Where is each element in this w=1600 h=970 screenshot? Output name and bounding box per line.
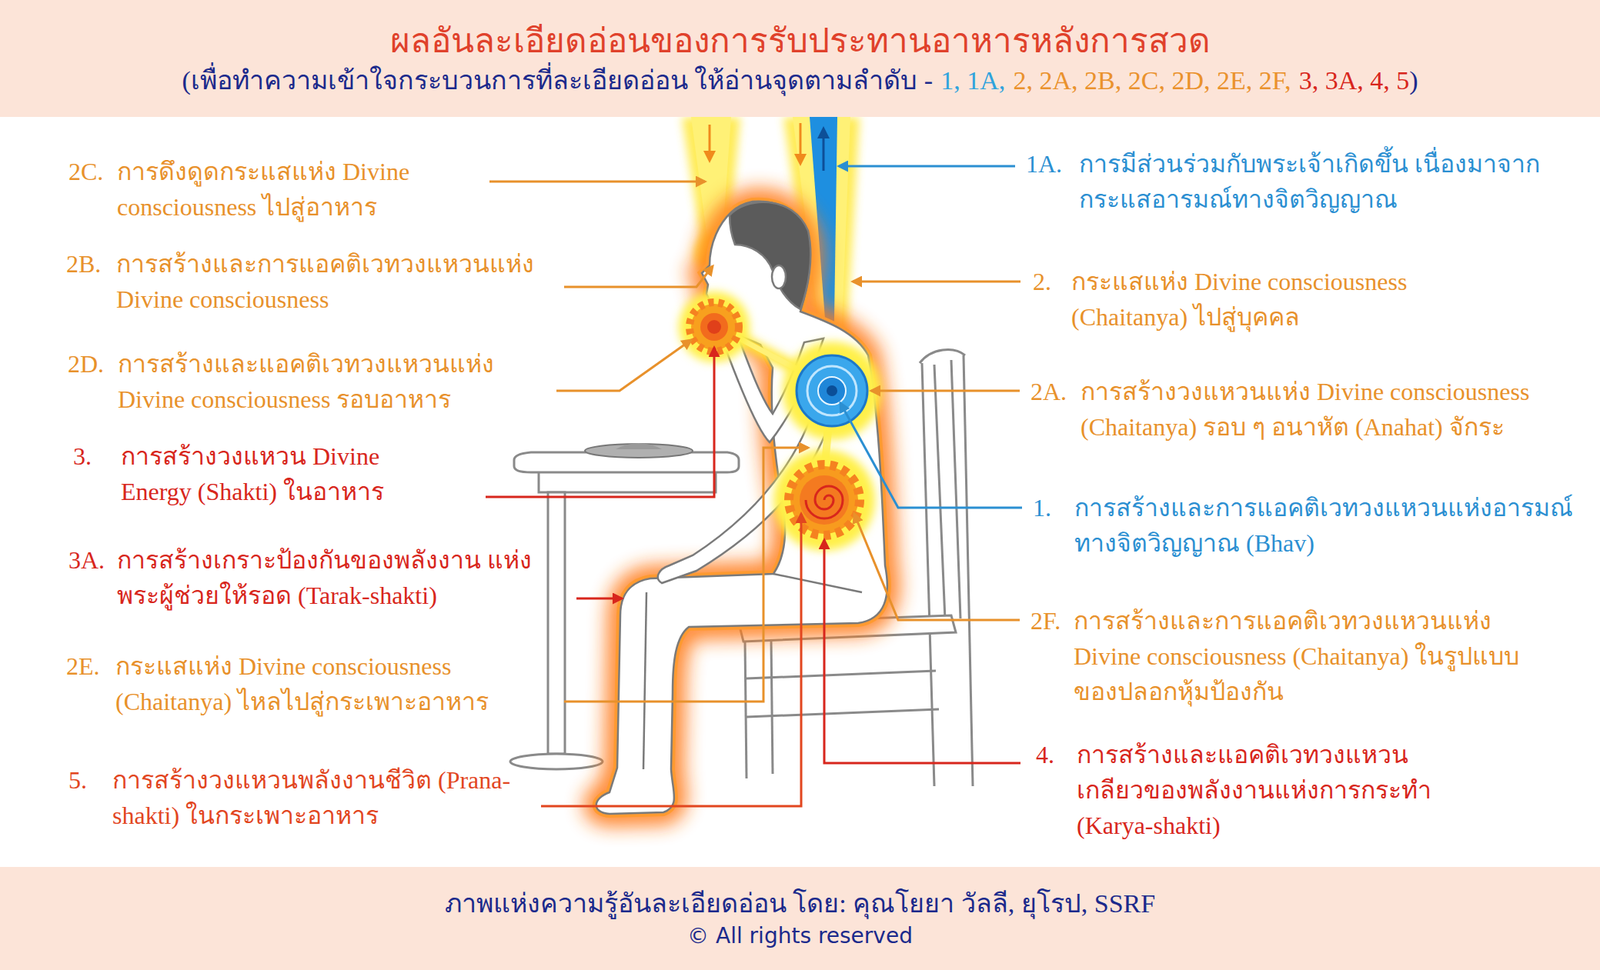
callout-number: 3. bbox=[73, 438, 92, 475]
header-band: ผลอันละเอียดอ่อนของการรับประทานอาหารหลัง… bbox=[0, 0, 1600, 117]
anahat-chakra bbox=[818, 377, 846, 405]
chair bbox=[951, 360, 961, 619]
callout-number: 2D. bbox=[67, 346, 104, 382]
footer-band: ภาพแห่งความรู้อันละเอียดอ่อน โดย: คุณโยย… bbox=[0, 867, 1600, 970]
person bbox=[773, 574, 862, 593]
leader-line bbox=[852, 280, 1021, 284]
page-title: ผลอันละเอียดอ่อนของการรับประทานอาหารหลัง… bbox=[390, 19, 1211, 64]
plate bbox=[584, 444, 693, 458]
callout-number: 4. bbox=[1035, 737, 1055, 773]
callout-number: 3A. bbox=[68, 542, 105, 578]
leader-line bbox=[824, 540, 1021, 764]
stomach-ring bbox=[773, 449, 876, 552]
person bbox=[643, 592, 647, 770]
leader-line bbox=[871, 390, 1020, 393]
table bbox=[547, 492, 565, 755]
stomach-ring bbox=[773, 449, 876, 552]
chair bbox=[963, 355, 973, 787]
callout-number: 2A. bbox=[1030, 374, 1067, 410]
chair bbox=[746, 709, 939, 718]
copyright-note: © All rights reserved bbox=[687, 921, 913, 952]
light-beam bbox=[817, 126, 830, 139]
person bbox=[729, 202, 811, 310]
callout-text: การสร้างและแอคติเวทวงแหวน เกลียวของพลังง… bbox=[1076, 737, 1439, 844]
subtitle: (เพื่อทำความเข้าใจกระบวนการที่ละเอียดอ่อ… bbox=[181, 63, 1418, 98]
stomach-ring bbox=[799, 475, 849, 525]
leader-line bbox=[840, 403, 1023, 508]
callout-number: 5. bbox=[68, 762, 87, 799]
callout-number: 1A. bbox=[1025, 146, 1063, 182]
plate bbox=[615, 443, 662, 450]
subtitle-part: 2, 2A, 2B, 2C, 2D, 2E, 2F, bbox=[1013, 66, 1292, 95]
aura bbox=[596, 201, 888, 815]
leader-line bbox=[838, 165, 1016, 168]
plate bbox=[584, 443, 693, 458]
callout-text: การสร้างและการแอคติเวทวงแหวนแห่ง Divine … bbox=[116, 246, 548, 318]
callout-number: 2E. bbox=[66, 648, 101, 685]
leader-line bbox=[564, 266, 713, 288]
callout-text: การสร้างวงแหวนแห่ง Divine consciousness … bbox=[1080, 374, 1593, 445]
food-ring bbox=[689, 302, 739, 352]
anahat-chakra bbox=[826, 385, 838, 397]
anahat-chakra bbox=[782, 341, 882, 441]
callout-number: 1. bbox=[1032, 490, 1052, 526]
light-beam bbox=[703, 150, 716, 164]
anahat-chakra bbox=[796, 355, 868, 427]
light-beam bbox=[794, 153, 807, 167]
light-beam bbox=[708, 124, 712, 154]
callout-text: การสร้างและการแอคติเวทวงแหวนแห่ง Divine … bbox=[1073, 603, 1536, 710]
person bbox=[596, 201, 888, 815]
leader-line bbox=[485, 347, 715, 498]
stomach-ring bbox=[788, 464, 860, 536]
stomach-ring bbox=[805, 486, 843, 519]
callout-text: การสร้างและแอคติเวทวงแหวนแห่ง Divine con… bbox=[117, 346, 518, 418]
food-ring bbox=[700, 313, 729, 341]
chair bbox=[934, 364, 946, 621]
callout-text: การสร้างเกราะป้องกันของพลังงาน แห่งพระผู… bbox=[116, 542, 548, 614]
leader-line bbox=[556, 340, 692, 391]
aura bbox=[596, 201, 888, 815]
person bbox=[771, 265, 786, 289]
table bbox=[510, 754, 603, 770]
leader-line bbox=[564, 447, 809, 702]
callout-number: 2B. bbox=[66, 246, 101, 282]
leader-line bbox=[854, 514, 1020, 621]
callout-text: กระแสแห่ง Divine consciousness (Chaitany… bbox=[115, 648, 547, 720]
subtitle-part: ) bbox=[1409, 66, 1418, 95]
person bbox=[596, 201, 888, 815]
callout-text: การมีส่วนร่วมกับพระเจ้าเกิดขึ้น เนื่องมา… bbox=[1078, 146, 1541, 218]
caption: ภาพแห่งความรู้อันละเอียดอ่อน โดย: คุณโยย… bbox=[444, 886, 1156, 922]
light-beam bbox=[799, 123, 802, 157]
chair bbox=[919, 350, 966, 364]
subtitle-part: 3, 3A, 4, 5 bbox=[1299, 66, 1410, 95]
chair bbox=[771, 640, 773, 775]
callout-number: 2C. bbox=[68, 153, 104, 190]
callout-text: กระแสแห่ง Divine consciousness (Chaitany… bbox=[1071, 263, 1503, 335]
anahat-chakra bbox=[782, 341, 882, 441]
chair bbox=[744, 641, 747, 779]
callout-text: การสร้างและการแอคติเวทวงแหวนแห่งอารมณ์ ท… bbox=[1074, 490, 1583, 562]
food-ring bbox=[707, 320, 722, 335]
chair bbox=[921, 363, 935, 787]
table bbox=[538, 472, 716, 493]
leader-line bbox=[541, 514, 802, 807]
aura bbox=[596, 201, 888, 815]
callout-text: การดึงดูดกระแสแห่ง Divine consciousness … bbox=[116, 153, 479, 225]
leader-line bbox=[489, 180, 705, 184]
leader-line bbox=[576, 597, 622, 601]
subtitle-part: (เพื่อทำความเข้าใจกระบวนการที่ละเอียดอ่อ… bbox=[181, 66, 933, 95]
subtitle-part: 1, 1A, bbox=[940, 66, 1006, 95]
callout-number: 2. bbox=[1032, 263, 1052, 300]
callout-text: การสร้างวงแหวน Divine Energy (Shakti) ใน… bbox=[120, 438, 452, 510]
light-beam bbox=[822, 135, 826, 171]
callout-text: การสร้างวงแหวนพลังงานชีวิต (Prana-shakti… bbox=[112, 762, 513, 834]
anahat-chakra bbox=[807, 366, 857, 416]
callout-number: 2F. bbox=[1030, 603, 1061, 639]
chair bbox=[746, 671, 936, 679]
